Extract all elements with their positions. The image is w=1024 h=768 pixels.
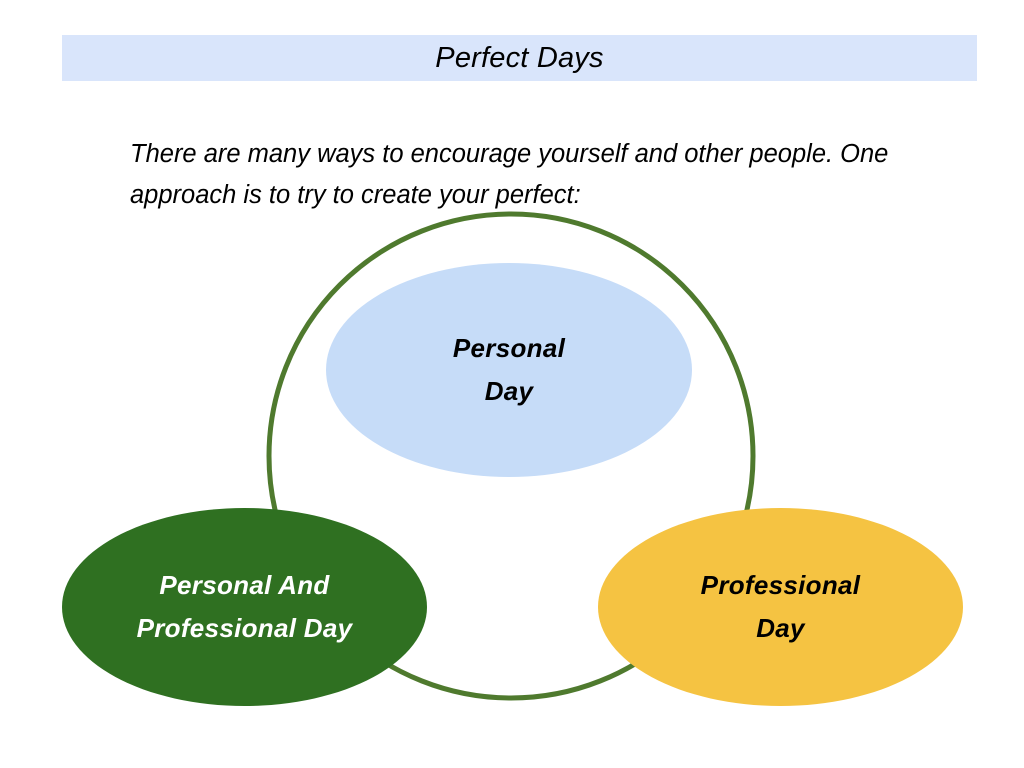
node-personal-day-label: Personal Day [427,327,591,413]
node-professional-day-label: Professional Day [675,564,887,650]
node-professional-day-line1: Professional [700,570,861,600]
body-paragraph: There are many ways to encourage yoursel… [130,140,889,209]
title-banner: Perfect Days [62,35,977,81]
node-personal-and-professional-day-label: Personal And Professional Day [123,564,367,650]
page-title: Perfect Days [435,41,604,74]
node-personal-and-professional-day-line2: Professional Day [136,613,353,643]
node-professional-day-line2: Day [756,613,805,643]
node-personal-day-line2: Day [484,376,534,406]
node-personal-and-professional-day[interactable]: Personal And Professional Day [62,508,427,706]
node-personal-and-professional-day-line1: Personal And [159,570,330,600]
node-personal-day-line1: Personal [452,333,566,363]
node-personal-day[interactable]: Personal Day [326,263,692,477]
node-professional-day[interactable]: Professional Day [598,508,963,706]
